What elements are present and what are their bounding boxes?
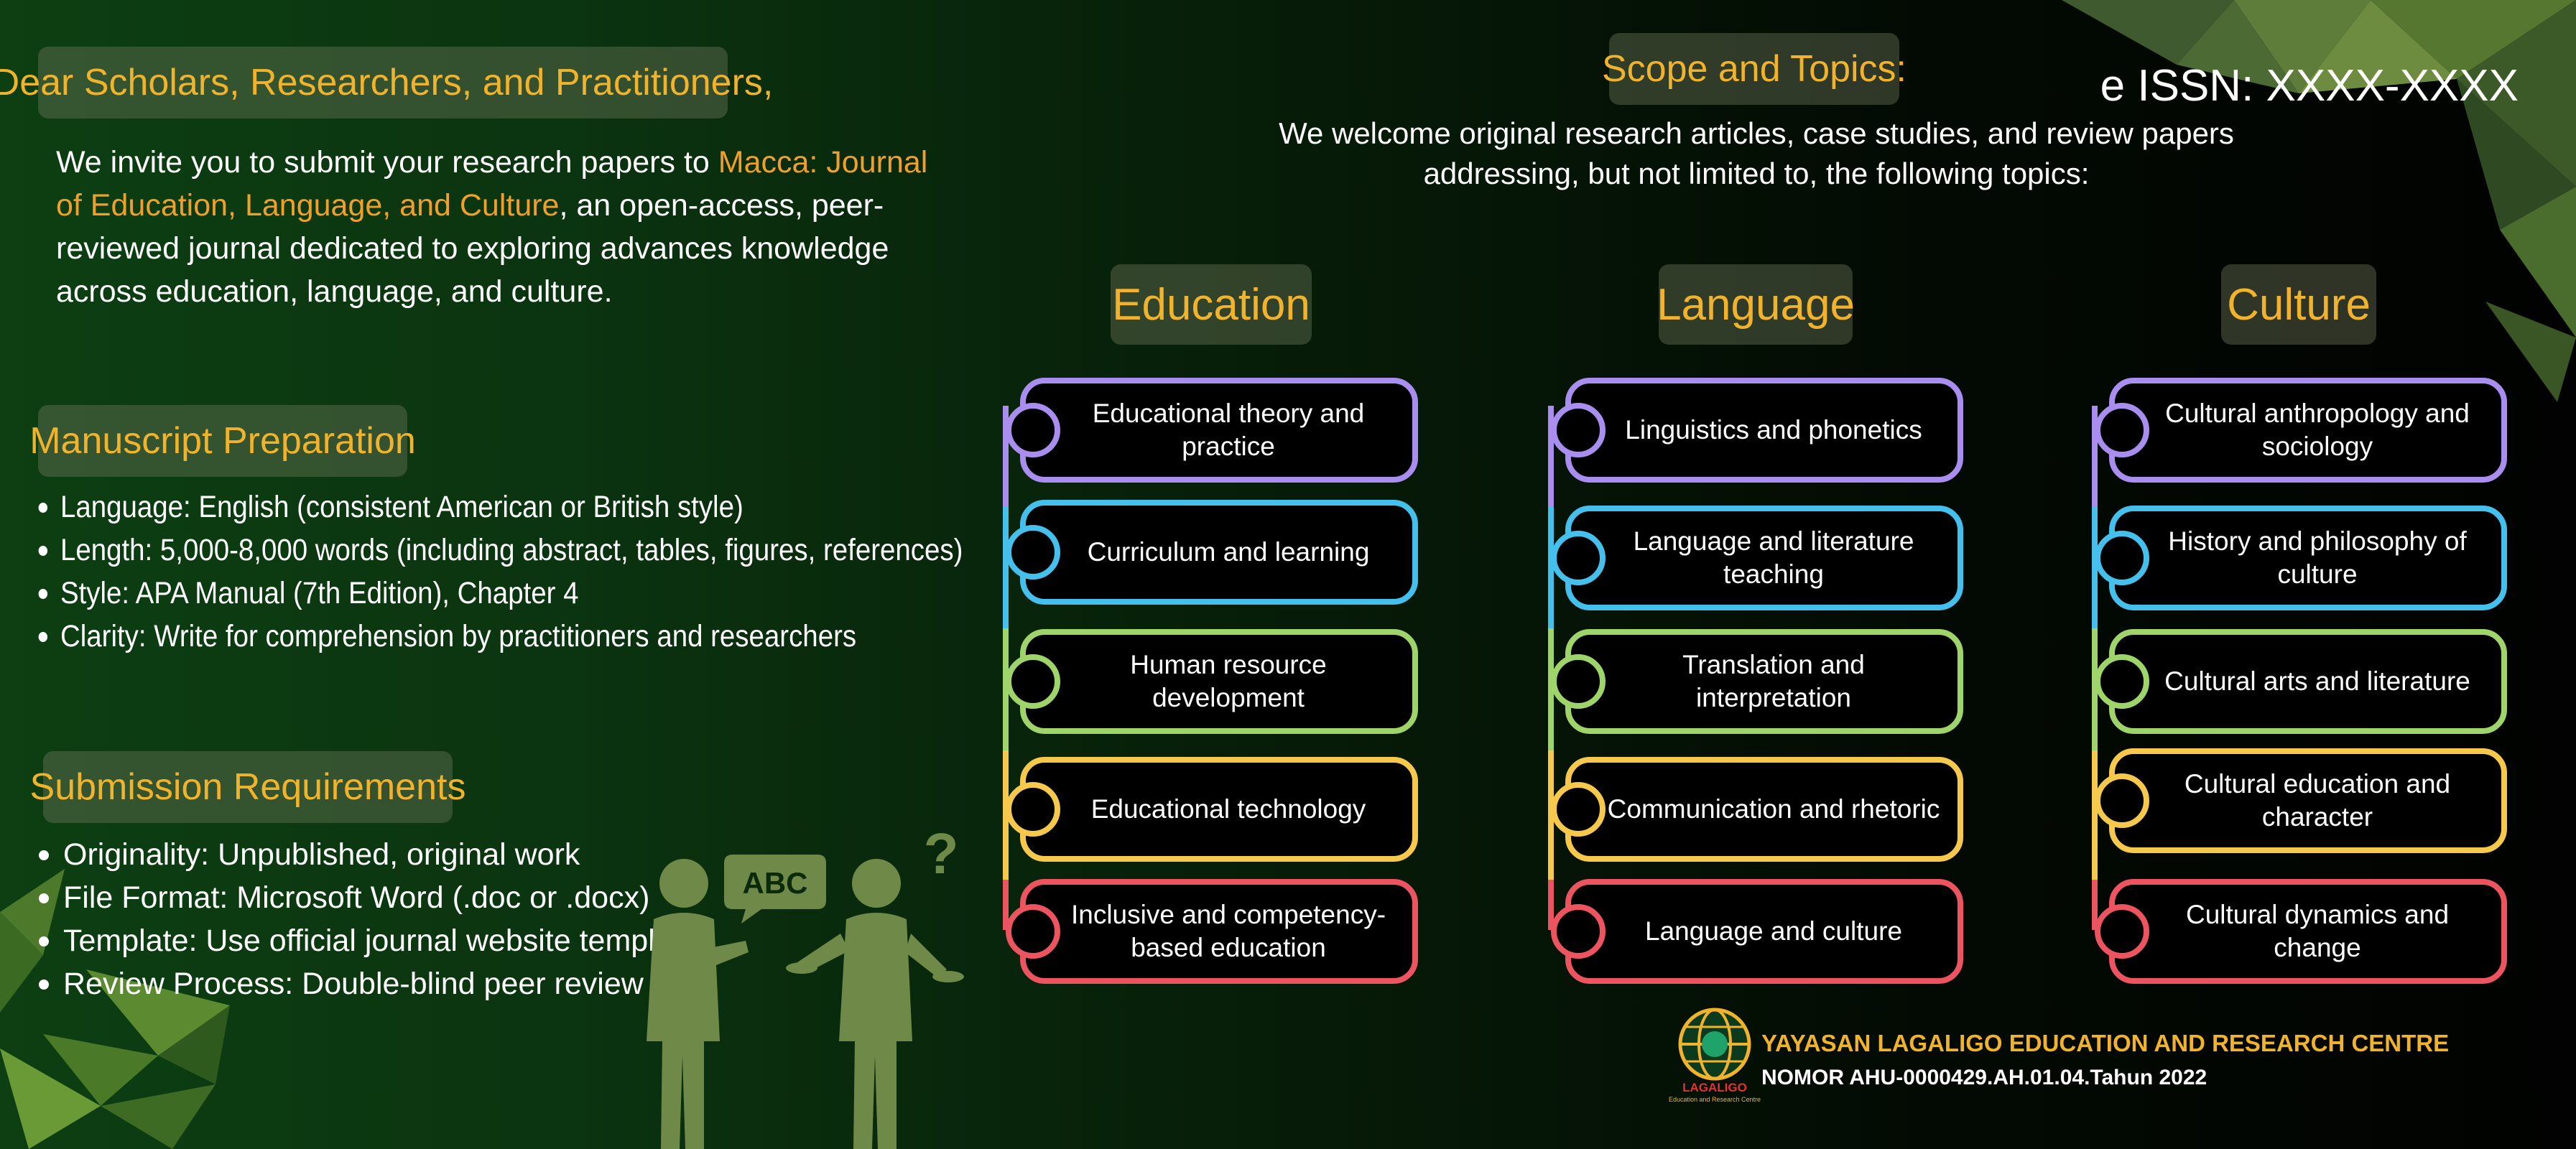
intro-after: , an open-access, peer-reviewed journal … (56, 188, 889, 309)
manuscript-list: Language: English (consistent American o… (36, 485, 1072, 658)
manuscript-title: Manuscript Preparation (29, 420, 416, 462)
list-item: Clarity: Write for comprehension by prac… (36, 615, 963, 658)
manuscript-heading: Manuscript Preparation (29, 405, 416, 477)
column-heading-language: Language (1657, 264, 1855, 345)
list-item: Template: Use official journal website t… (36, 919, 698, 962)
submission-list: Originality: Unpublished, original work … (36, 833, 698, 1005)
timeline-spine (2092, 750, 2098, 880)
timeline-spine (1003, 628, 1009, 750)
timeline-spine (2092, 506, 2098, 628)
timeline-spine (2092, 880, 2098, 930)
topic-item-language-1: Linguistics and phonetics (1565, 378, 1963, 483)
speech-bubble-text: ABC (743, 866, 808, 900)
greeting-text: Dear Scholars, Researchers, and Practiti… (0, 62, 774, 103)
topic-item-culture-3: Cultural arts and literature (2109, 629, 2507, 734)
intro-before: We invite you to submit your research pa… (56, 145, 718, 180)
topic-item-language-3: Translation and interpretation (1565, 629, 1963, 734)
column-heading-education: Education (1111, 264, 1312, 345)
topic-bullet (1551, 654, 1606, 709)
topic-item-education-1: Educational theory and practice (1020, 378, 1418, 483)
list-item: Style: APA Manual (7th Edition), Chapter… (36, 572, 963, 615)
submission-title: Submission Requirements (29, 766, 466, 808)
topic-bullet (2095, 904, 2149, 959)
topic-item-culture-4: Cultural education and character (2109, 748, 2507, 853)
list-item: Review Process: Double-blind peer review (36, 962, 698, 1005)
timeline-spine (1548, 628, 1554, 750)
intro-paragraph: We invite you to submit your research pa… (56, 141, 940, 313)
timeline-spine (1003, 506, 1009, 628)
journal-name: Macca: Journal of Education, Language, a… (56, 145, 928, 223)
column-heading-culture: Culture (2221, 264, 2376, 345)
organization-name: YAYASAN LAGALIGO EDUCATION AND RESEARCH … (1761, 1030, 2450, 1056)
topic-item-education-3: Human resource development (1020, 629, 1418, 734)
timeline-spine (1003, 406, 1009, 506)
question-mark: ? (924, 826, 959, 885)
lagaligo-logo: LAGALIGO Education and Research Centre (1669, 1008, 1761, 1103)
timeline-spine (1548, 880, 1554, 930)
topic-item-language-4: Communication and rhetoric (1565, 757, 1963, 862)
topic-bullet (1551, 782, 1606, 837)
topic-item-education-4: Educational technology (1020, 757, 1418, 862)
timeline-spine (1548, 506, 1554, 628)
topic-item-language-2: Language and literature teaching (1565, 506, 1963, 610)
list-item: File Format: Microsoft Word (.doc or .do… (36, 876, 698, 919)
topic-bullet (1006, 654, 1060, 709)
timeline-spine (2092, 406, 2098, 506)
logo-subtext: Education and Research Centre (1669, 1096, 1761, 1103)
topic-item-education-2: Curriculum and learning (1020, 500, 1418, 605)
topic-bullet (1551, 531, 1606, 585)
timeline-spine (1003, 880, 1009, 930)
topic-item-culture-2: History and philosophy of culture (2109, 506, 2507, 610)
registration-number: NOMOR AHU-0000429.AH.01.04.Tahun 2022 (1761, 1066, 2207, 1089)
timeline-spine (2092, 628, 2098, 750)
topic-item-culture-5: Cultural dynamics and change (2109, 879, 2507, 984)
issn-label: e ISSN: XXXX-XXXX (2100, 61, 2519, 111)
timeline-spine (1548, 406, 1554, 506)
topic-bullet (1006, 403, 1060, 457)
topic-item-culture-1: Cultural anthropology and sociology (2109, 378, 2507, 483)
topic-item-education-5: Inclusive and competency-based education (1020, 879, 1418, 984)
scope-description: We welcome original research articles, c… (1279, 116, 2234, 190)
list-item: Length: 5,000-8,000 words (including abs… (36, 529, 963, 572)
list-item: Originality: Unpublished, original work (36, 833, 698, 876)
list-item: Language: English (consistent American o… (36, 485, 963, 529)
topic-bullet (2095, 773, 2149, 828)
topic-bullet (2095, 403, 2149, 457)
topic-item-language-5: Language and culture (1565, 879, 1963, 984)
topic-bullet (1551, 904, 1606, 959)
topic-bullet (1006, 782, 1060, 837)
topic-bullet (1006, 525, 1060, 580)
logo-text: LAGALIGO (1682, 1081, 1747, 1094)
topic-bullet (2095, 531, 2149, 585)
scope-title: Scope and Topics: (1602, 48, 1906, 90)
topic-bullet (1551, 403, 1606, 457)
submission-heading: Submission Requirements (30, 751, 465, 823)
greeting-heading: Dear Scholars, Researchers, and Practiti… (0, 47, 773, 118)
scope-heading: Scope and Topics: (1602, 33, 1906, 105)
topic-bullet (1006, 904, 1060, 959)
topic-bullet (2095, 654, 2149, 709)
